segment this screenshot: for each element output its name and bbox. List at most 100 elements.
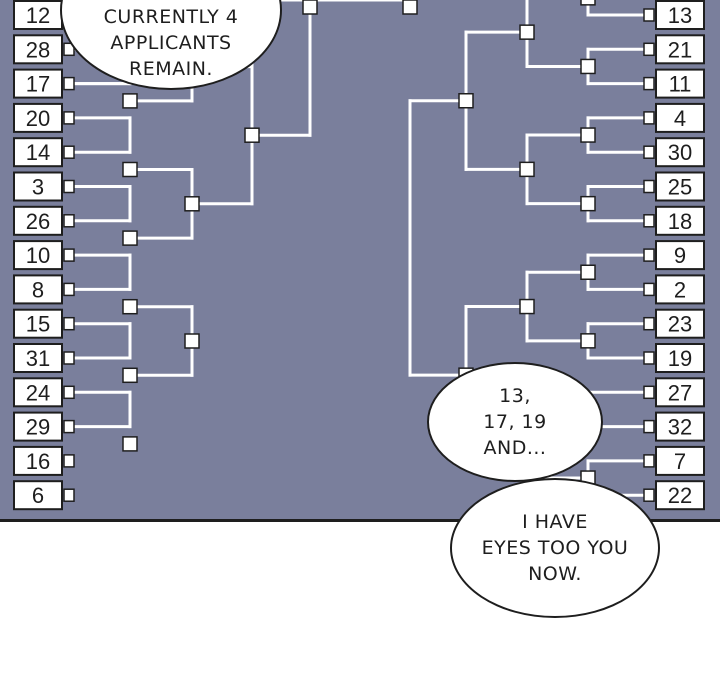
- seed-label: 32: [668, 415, 692, 440]
- seed-box: [13, 0, 63, 30]
- seed-connector-tab: [643, 111, 655, 125]
- seed-label: 24: [26, 380, 50, 405]
- seed-label: 3: [32, 175, 44, 200]
- bracket-node: [458, 93, 474, 109]
- seed-label: 6: [32, 483, 44, 508]
- seed-label: 4: [674, 106, 686, 131]
- bracket-node: [122, 93, 138, 109]
- seed-box: [655, 343, 705, 373]
- seed-label: 8: [32, 277, 44, 302]
- seed-label: 30: [668, 140, 692, 165]
- seed-box: [655, 68, 705, 99]
- seed-label: 2: [674, 277, 686, 302]
- seed-label: 28: [26, 37, 50, 62]
- seed-label: 15: [26, 312, 50, 337]
- seed-label: 10: [26, 243, 50, 268]
- bracket-node: [580, 58, 596, 75]
- seed-label: 9: [674, 243, 686, 268]
- seed-connector-tab: [643, 8, 655, 22]
- bracket-node: [184, 333, 200, 349]
- seed-label: 17: [26, 72, 50, 97]
- seed-label: 21: [668, 37, 692, 62]
- seed-box: [655, 205, 705, 236]
- bracket-node: [580, 127, 596, 143]
- seed-label: 27: [668, 380, 692, 405]
- seed-connector-tab: [63, 248, 75, 262]
- seed-connector-tab: [643, 179, 655, 194]
- bracket-node: [122, 367, 138, 384]
- seed-box: [13, 34, 63, 65]
- seed-connector-tab: [643, 42, 655, 57]
- seed-connector-tab: [63, 316, 75, 331]
- seed-connector-tab: [643, 282, 655, 297]
- seed-box: [13, 68, 63, 99]
- seed-connector-tab: [63, 111, 75, 125]
- bracket-node: [580, 0, 596, 6]
- seed-box: [655, 377, 705, 408]
- seed-box: [13, 137, 63, 168]
- speech-bubble-bottom: I HAVE EYES TOO YOU NOW.: [450, 478, 660, 618]
- seed-label: 18: [668, 209, 692, 234]
- seed-connector-tab: [63, 179, 75, 194]
- seed-box: [655, 0, 705, 30]
- seed-connector-tab: [643, 214, 655, 228]
- bracket-node: [122, 161, 138, 178]
- bracket-node: [244, 127, 260, 143]
- seed-box: [655, 240, 705, 271]
- seed-box: [655, 445, 705, 476]
- seed-box: [655, 480, 705, 511]
- seed-connector-tab: [643, 419, 655, 434]
- bracket-node: [519, 298, 535, 315]
- seed-connector-tab: [63, 385, 75, 400]
- seed-connector-tab: [643, 76, 655, 91]
- seed-connector-tab: [643, 145, 655, 159]
- seed-box: [13, 411, 63, 442]
- seed-label: 22: [668, 483, 692, 508]
- bracket-node: [302, 0, 318, 15]
- seed-connector-tab: [63, 419, 75, 434]
- seed-connector-tab: [643, 385, 655, 400]
- seed-connector-tab: [63, 488, 75, 502]
- seed-label: 29: [26, 415, 50, 440]
- seed-connector-tab: [63, 145, 75, 159]
- seed-connector-tab: [63, 454, 75, 468]
- seed-label: 23: [668, 312, 692, 337]
- seed-box: [655, 34, 705, 65]
- seed-box: [13, 205, 63, 236]
- seed-box: [655, 102, 705, 133]
- seed-box: [13, 102, 63, 133]
- seed-label: 11: [669, 72, 692, 97]
- seed-label: 14: [26, 140, 50, 165]
- bracket-node: [122, 230, 138, 246]
- seed-label: 12: [26, 3, 50, 28]
- seed-box: [13, 377, 63, 408]
- seed-box: [655, 411, 705, 442]
- bracket-node: [122, 436, 138, 452]
- seed-box: [13, 308, 63, 339]
- seed-label: 19: [668, 346, 692, 371]
- bracket-node: [580, 333, 596, 349]
- seed-label: 20: [26, 106, 50, 131]
- seed-box: [655, 171, 705, 202]
- speech-text-bottom: I HAVE EYES TOO YOU NOW.: [481, 511, 629, 585]
- seed-label: 13: [668, 3, 692, 28]
- bracket-node: [122, 298, 138, 315]
- seed-box: [13, 343, 63, 373]
- seed-box: [13, 445, 63, 476]
- seed-connector-tab: [643, 488, 655, 502]
- seed-label: 16: [26, 449, 50, 474]
- bracket-node: [580, 195, 596, 212]
- seed-connector-tab: [63, 351, 75, 365]
- seed-box: [655, 137, 705, 168]
- seed-box: [13, 171, 63, 202]
- seed-connector-tab: [643, 454, 655, 468]
- speech-bubble-middle: 13, 17, 19 AND...: [427, 362, 603, 482]
- seed-connector-tab: [63, 214, 75, 228]
- seed-connector-tab: [63, 76, 75, 91]
- seed-connector-tab: [643, 316, 655, 331]
- seed-box: [13, 480, 63, 511]
- speech-text-top: CURRENTLY 4 APPLICANTS REMAIN.: [103, 6, 239, 80]
- seed-box: [655, 274, 705, 305]
- bracket-node: [184, 196, 200, 212]
